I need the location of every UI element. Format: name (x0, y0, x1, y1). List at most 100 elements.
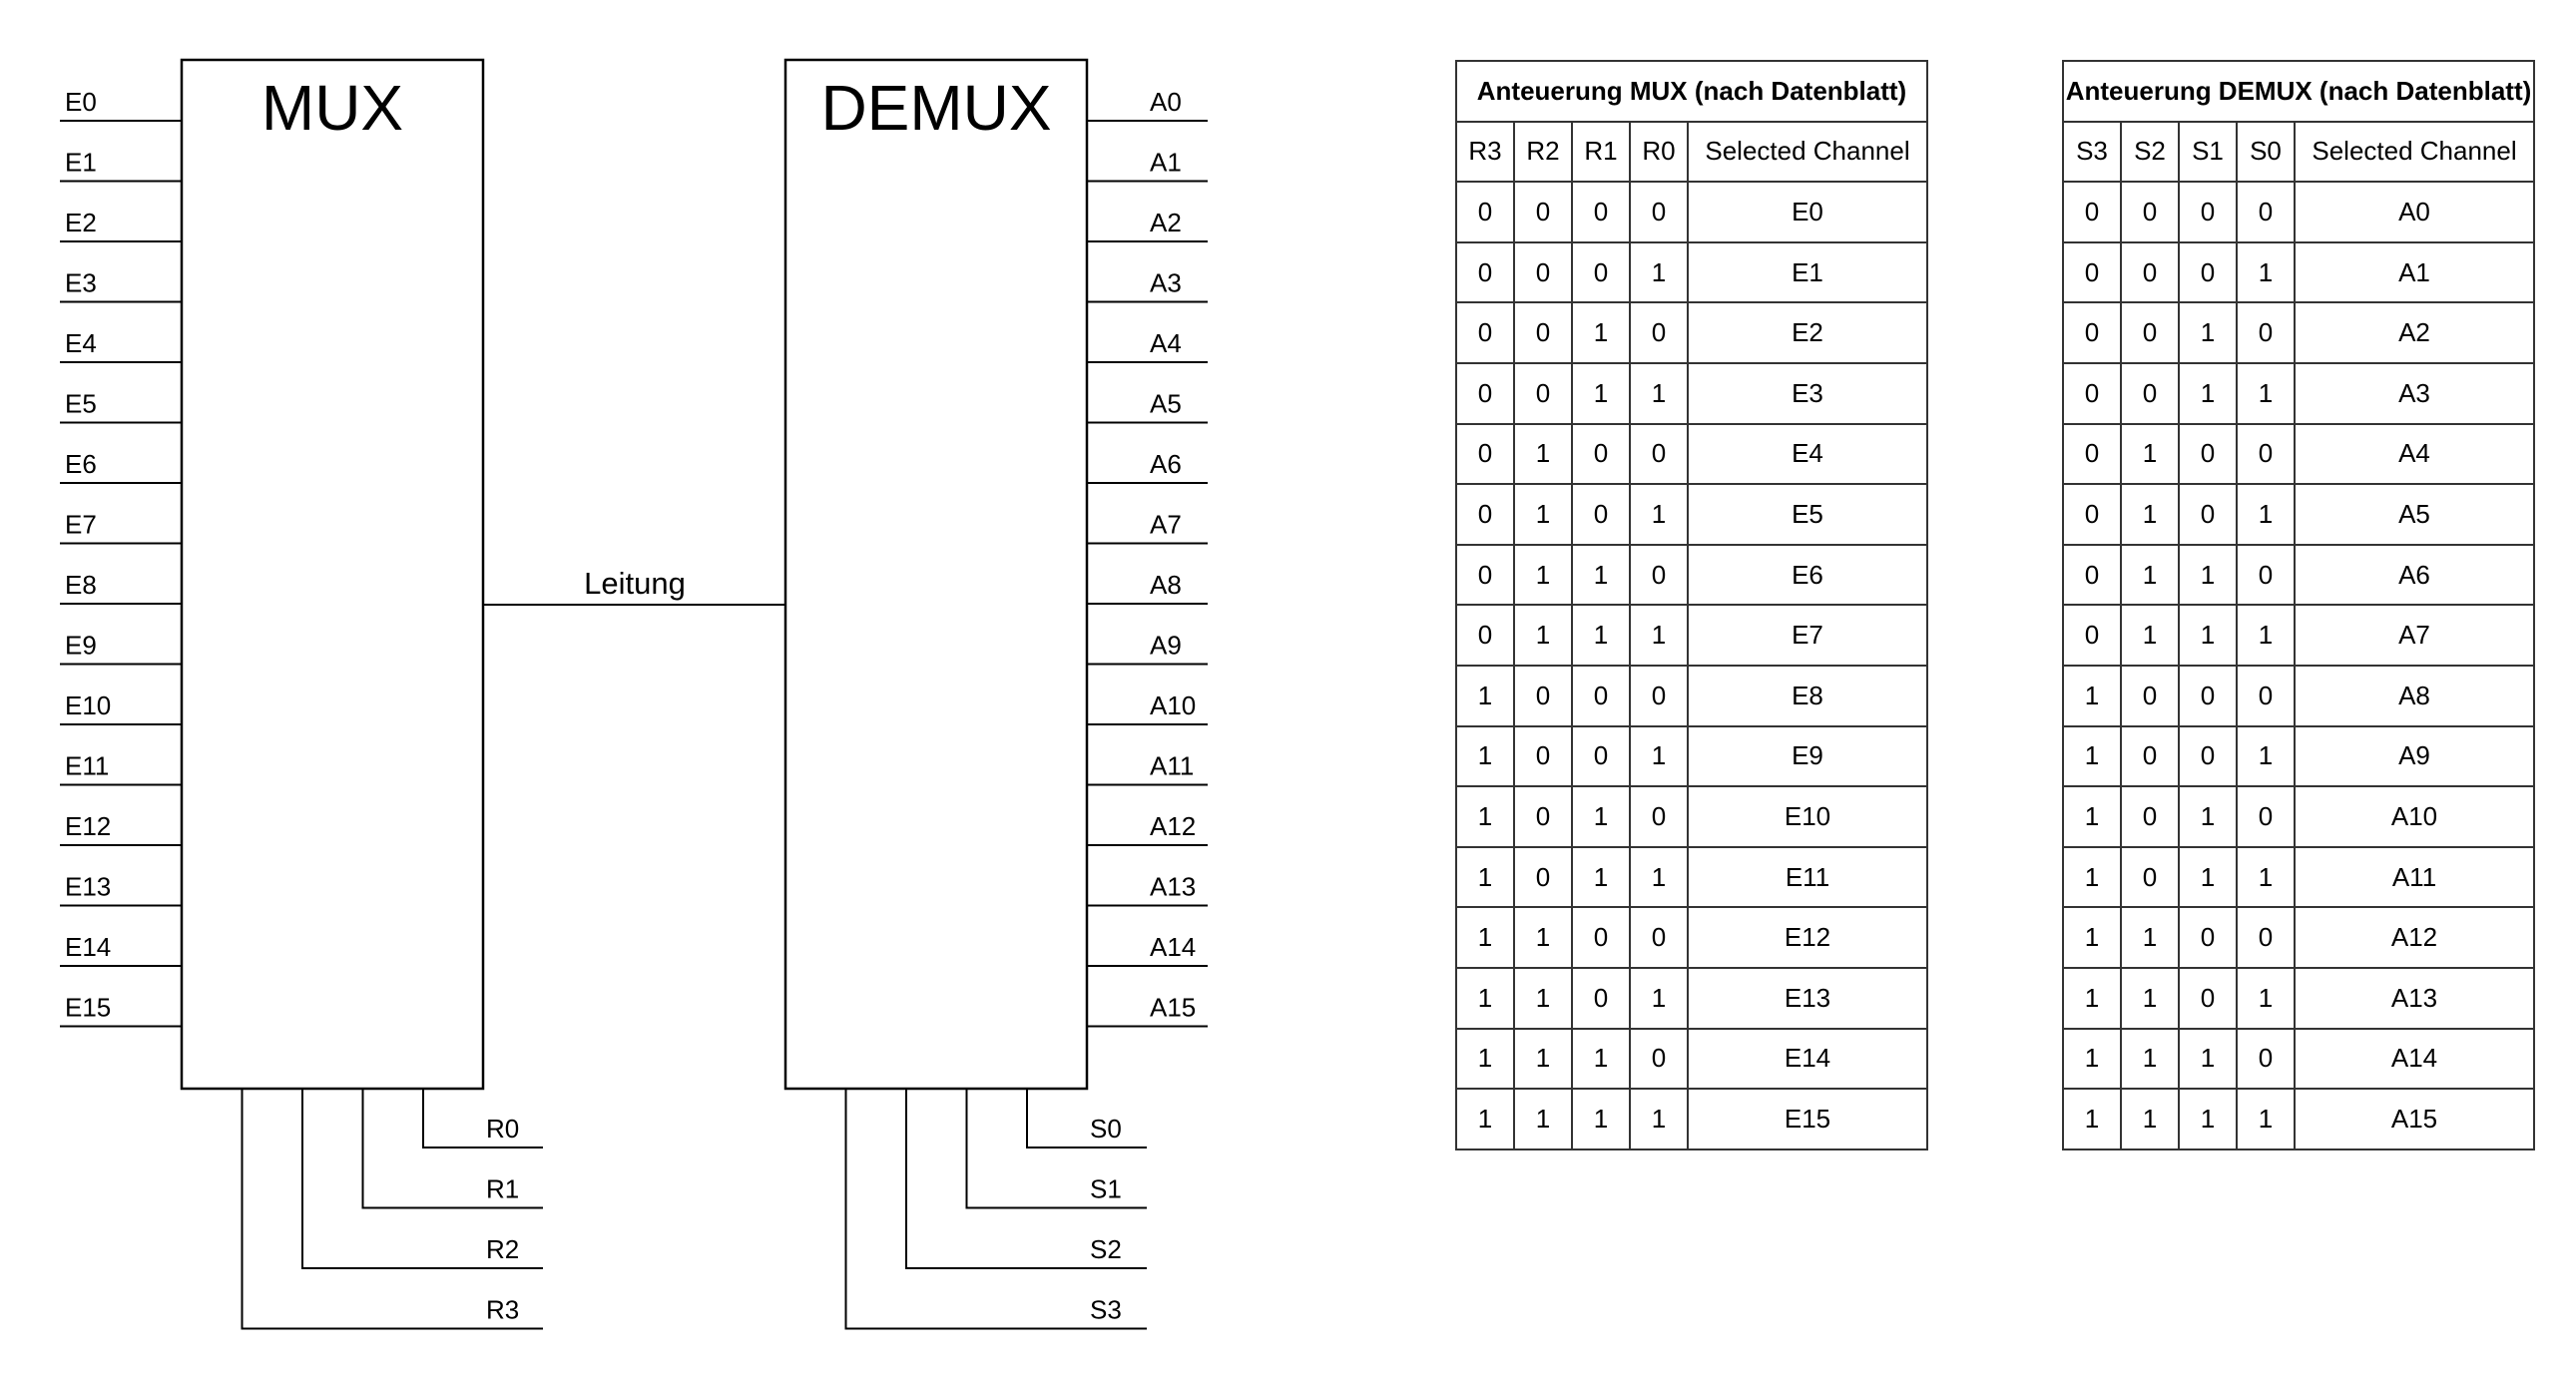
mux-table-bit-cell: 0 (1629, 664, 1689, 727)
mux-table-bit-cell: 0 (1513, 845, 1573, 909)
demux-table-bit-cell: 1 (2236, 240, 2296, 304)
demux-table-bit-cell: 0 (2236, 422, 2296, 486)
mux-table-bit-cell: 0 (1455, 361, 1515, 425)
demux-table-bit-cell: 0 (2236, 906, 2296, 969)
demux-table-bit-cell: 0 (2178, 906, 2238, 969)
demux-table-bit-cell: 0 (2178, 422, 2238, 486)
mux-table-bit-cell: 1 (1513, 966, 1573, 1030)
demux-table-header-cell: S0 (2236, 120, 2296, 184)
demux-table-channel-cell: A2 (2294, 301, 2535, 364)
mux-table-channel-cell: E11 (1687, 845, 1928, 909)
mux-table-bit-cell: 0 (1629, 785, 1689, 848)
mux-table-bit-cell: 0 (1455, 181, 1515, 243)
mux-table-bit-cell: 1 (1571, 1027, 1631, 1091)
demux-table-bit-cell: 1 (2120, 906, 2180, 969)
demux-table-channel-cell: A15 (2294, 1088, 2535, 1150)
mux-table-header-cell: R0 (1629, 120, 1689, 184)
mux-table-bit-cell: 1 (1629, 361, 1689, 425)
demux-table-bit-cell: 1 (2062, 966, 2122, 1030)
demux-table-bit-cell: 0 (2236, 301, 2296, 364)
demux-table-channel-cell: A7 (2294, 604, 2535, 667)
demux-table-bit-cell: 1 (2062, 724, 2122, 788)
demux-table-bit-cell: 0 (2062, 604, 2122, 667)
mux-table-bit-cell: 1 (1629, 240, 1689, 304)
mux-input-label: E12 (65, 811, 111, 841)
mux-table-bit-cell: 1 (1455, 664, 1515, 727)
demux-select-pin (905, 1089, 1147, 1269)
demux-table-bit-cell: 1 (2120, 1027, 2180, 1091)
mux-table-bit-cell: 0 (1455, 240, 1515, 304)
mux-table-bit-cell: 1 (1513, 422, 1573, 486)
demux-table-bit-cell: 1 (2062, 785, 2122, 848)
mux-table-bit-cell: 0 (1571, 664, 1631, 727)
demux-table-bit-cell: 1 (2178, 361, 2238, 425)
mux-table-channel-cell: E14 (1687, 1027, 1928, 1091)
demux-table-header-cell: S1 (2178, 120, 2238, 184)
mux-table-bit-cell: 1 (1629, 604, 1689, 667)
mux-table-channel-cell: E3 (1687, 361, 1928, 425)
mux-table-bit-cell: 0 (1571, 724, 1631, 788)
mux-table-bit-cell: 1 (1629, 724, 1689, 788)
demux-table-bit-cell: 1 (2120, 483, 2180, 546)
demux-table-bit-cell: 0 (2236, 543, 2296, 607)
demux-table-bit-cell: 0 (2120, 845, 2180, 909)
mux-select-pin (301, 1089, 543, 1269)
mux-input-label: E1 (65, 148, 97, 178)
mux-table-bit-cell: 0 (1629, 1027, 1689, 1091)
mux-table-bit-cell: 1 (1629, 483, 1689, 546)
demux-output-label: A5 (1150, 389, 1182, 419)
demux-table-bit-cell: 0 (2062, 240, 2122, 304)
demux-table-channel-cell: A1 (2294, 240, 2535, 304)
demux-table-bit-cell: 0 (2178, 181, 2238, 243)
demux-output-label: A2 (1150, 208, 1182, 237)
mux-table-channel-cell: E13 (1687, 966, 1928, 1030)
mux-table-bit-cell: 1 (1455, 966, 1515, 1030)
demux-table-bit-cell: 0 (2120, 361, 2180, 425)
mux-table-bit-cell: 0 (1513, 785, 1573, 848)
demux-table-bit-cell: 0 (2178, 483, 2238, 546)
demux-table-bit-cell: 0 (2120, 240, 2180, 304)
mux-table-bit-cell: 1 (1455, 1027, 1515, 1091)
demux-table-bit-cell: 1 (2120, 422, 2180, 486)
demux-select-label: S0 (1090, 1114, 1122, 1144)
mux-input-label: E15 (65, 993, 111, 1023)
mux-table-bit-cell: 0 (1513, 181, 1573, 243)
mux-table-bit-cell: 1 (1571, 845, 1631, 909)
mux-table-bit-cell: 1 (1513, 604, 1573, 667)
mux-table-channel-cell: E0 (1687, 181, 1928, 243)
demux-table-bit-cell: 1 (2178, 785, 2238, 848)
line-label: Leitung (584, 566, 686, 601)
mux-title: MUX (261, 72, 403, 144)
demux-table-bit-cell: 0 (2062, 422, 2122, 486)
mux-table-bit-cell: 1 (1629, 845, 1689, 909)
mux-input-label: E2 (65, 208, 97, 237)
mux-table-bit-cell: 1 (1571, 361, 1631, 425)
demux-table-bit-cell: 1 (2236, 483, 2296, 546)
demux-table-channel-cell: A6 (2294, 543, 2535, 607)
demux-table-bit-cell: 0 (2178, 966, 2238, 1030)
demux-table-bit-cell: 1 (2236, 845, 2296, 909)
mux-table-channel-cell: E6 (1687, 543, 1928, 607)
demux-box (783, 58, 1089, 1091)
mux-table-bit-cell: 0 (1571, 240, 1631, 304)
demux-table-header-cell: S2 (2120, 120, 2180, 184)
